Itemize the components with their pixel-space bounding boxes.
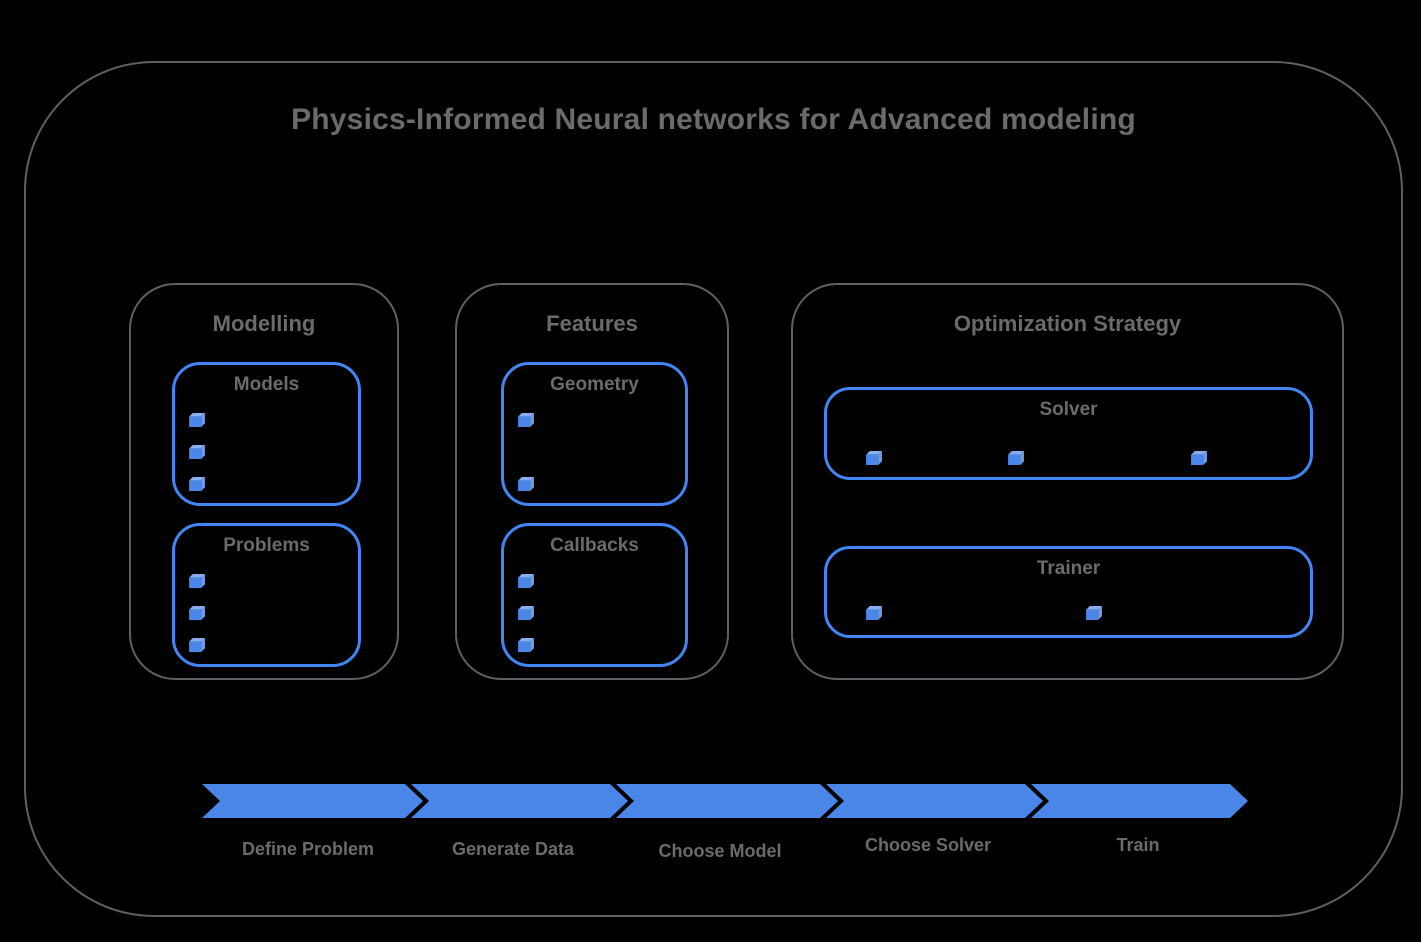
box-models: Models bbox=[172, 362, 361, 506]
cube-bullet-icon bbox=[518, 413, 534, 427]
cube-bullet-icon bbox=[1008, 451, 1024, 465]
box-problems-title: Problems bbox=[223, 535, 310, 556]
cube-bullet bbox=[189, 413, 205, 427]
outer-container: Physics-Informed Neural networks for Adv… bbox=[24, 61, 1403, 917]
cube-bullet bbox=[189, 638, 205, 652]
cube-bullet-icon bbox=[518, 638, 534, 652]
box-solver: Solver bbox=[824, 387, 1313, 480]
workflow-step-label: Generate Data bbox=[451, 839, 575, 859]
box-trainer-title: Trainer bbox=[1036, 558, 1101, 579]
cube-bullet bbox=[189, 606, 205, 620]
cube-bullet-icon bbox=[189, 445, 205, 459]
cube-bullet-icon bbox=[189, 574, 205, 588]
cube-bullet bbox=[1008, 451, 1024, 465]
cube-bullet-icon bbox=[518, 477, 534, 491]
box-callbacks: Callbacks bbox=[501, 523, 688, 667]
cube-bullet bbox=[189, 477, 205, 491]
cube-bullet bbox=[518, 638, 534, 652]
cube-bullet-icon bbox=[189, 477, 205, 491]
group-modelling: Modelling Models Problems bbox=[129, 283, 399, 680]
workflow-segment bbox=[616, 784, 838, 818]
box-problems: Problems bbox=[172, 523, 361, 667]
diagram-title: Physics-Informed Neural networks for Adv… bbox=[291, 103, 1136, 136]
cube-bullet-icon bbox=[189, 638, 205, 652]
box-geometry: Geometry bbox=[501, 362, 688, 506]
chevron-arrow-band bbox=[202, 784, 1248, 818]
cube-bullet-icon bbox=[189, 413, 205, 427]
group-features: Features Geometry Callbacks bbox=[455, 283, 729, 680]
cube-bullet bbox=[1191, 451, 1207, 465]
workflow-segment bbox=[1031, 784, 1248, 818]
cube-bullet bbox=[518, 413, 534, 427]
workflow-arrow: Define Problem Generate Data Choose Model C… bbox=[196, 784, 1258, 879]
box-callbacks-title: Callbacks bbox=[550, 535, 639, 556]
cube-bullet-icon bbox=[1086, 606, 1102, 620]
cube-bullet-icon bbox=[518, 606, 534, 620]
group-modelling-title: Modelling bbox=[212, 311, 316, 336]
box-trainer: Trainer bbox=[824, 546, 1313, 638]
cube-bullet-icon bbox=[866, 451, 882, 465]
cube-bullet bbox=[866, 606, 882, 620]
cube-bullet bbox=[518, 477, 534, 491]
workflow-segment bbox=[202, 784, 423, 818]
cube-bullet bbox=[866, 451, 882, 465]
group-optimization-title: Optimization Strategy bbox=[953, 311, 1182, 336]
cube-bullet bbox=[189, 445, 205, 459]
workflow-step-label: Train bbox=[1116, 835, 1160, 855]
cube-bullet-icon bbox=[1191, 451, 1207, 465]
group-optimization-strategy: Optimization Strategy Solver Trainer bbox=[791, 283, 1344, 680]
cube-bullet-icon bbox=[518, 574, 534, 588]
cube-bullet bbox=[518, 574, 534, 588]
box-geometry-title: Geometry bbox=[550, 374, 639, 395]
box-solver-title: Solver bbox=[1039, 399, 1098, 420]
cube-bullet-icon bbox=[866, 606, 882, 620]
workflow-step-label: Choose Model bbox=[658, 841, 782, 861]
cube-bullet bbox=[1086, 606, 1102, 620]
cube-bullet bbox=[189, 574, 205, 588]
cube-bullet-icon bbox=[189, 606, 205, 620]
workflow-segment bbox=[411, 784, 628, 818]
group-features-title: Features bbox=[546, 311, 638, 336]
workflow-segment bbox=[826, 784, 1043, 818]
box-models-title: Models bbox=[233, 374, 300, 395]
workflow-step-label: Choose Solver bbox=[864, 835, 992, 855]
workflow-step-label: Define Problem bbox=[241, 839, 375, 859]
cube-bullet bbox=[518, 606, 534, 620]
